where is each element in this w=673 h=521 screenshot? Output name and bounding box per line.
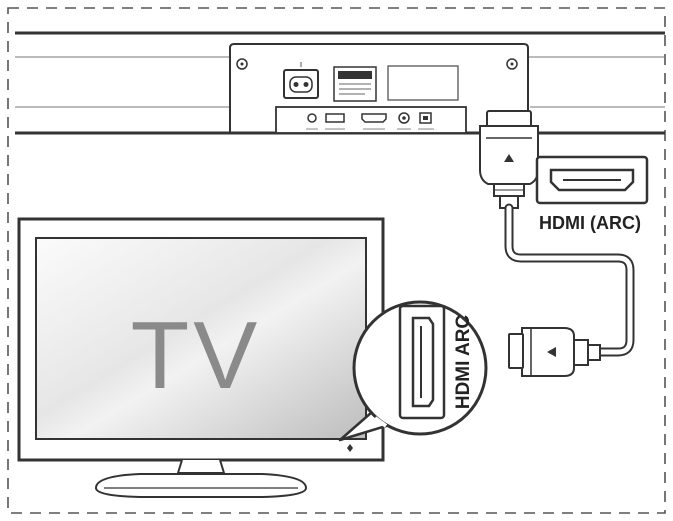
tv-port-label: HDMI ARC: [453, 315, 474, 410]
soundbar-hdmi-arc-callout: HDMI (ARC): [535, 155, 649, 233]
soundbar: [15, 31, 665, 135]
hdmi-plug-tv: [508, 327, 601, 377]
ac-power-socket-icon: [283, 62, 319, 99]
tv-stand: [94, 459, 308, 498]
hdmi-port-icon: [398, 304, 446, 420]
hdmi-port-icon: [361, 113, 387, 123]
screw-icon: [506, 58, 518, 70]
hdmi-cable: [479, 110, 635, 377]
tv: TV: [17, 217, 385, 498]
optical-port-icon: [419, 112, 432, 124]
triangle-arrow-icon: [504, 154, 514, 162]
dashed-frame: [7, 7, 666, 514]
soundbar-rear-panel: [229, 43, 529, 134]
product-label-area: [387, 65, 459, 101]
tv-screen-label: TV: [131, 302, 262, 409]
screw-icon: [236, 58, 248, 70]
usb-port-icon: [325, 113, 345, 123]
hdmi-plug-soundbar: [479, 110, 539, 209]
triangle-arrow-icon: [547, 347, 556, 357]
aux-port-icon: [398, 112, 410, 124]
connector-strip: [275, 106, 467, 134]
rating-label-icon: [333, 66, 377, 102]
diamond-indicator-icon: [347, 444, 353, 452]
soundbar-port-label: HDMI (ARC): [539, 213, 641, 233]
tv-hdmi-arc-magnifier: HDMI ARC: [338, 300, 488, 442]
